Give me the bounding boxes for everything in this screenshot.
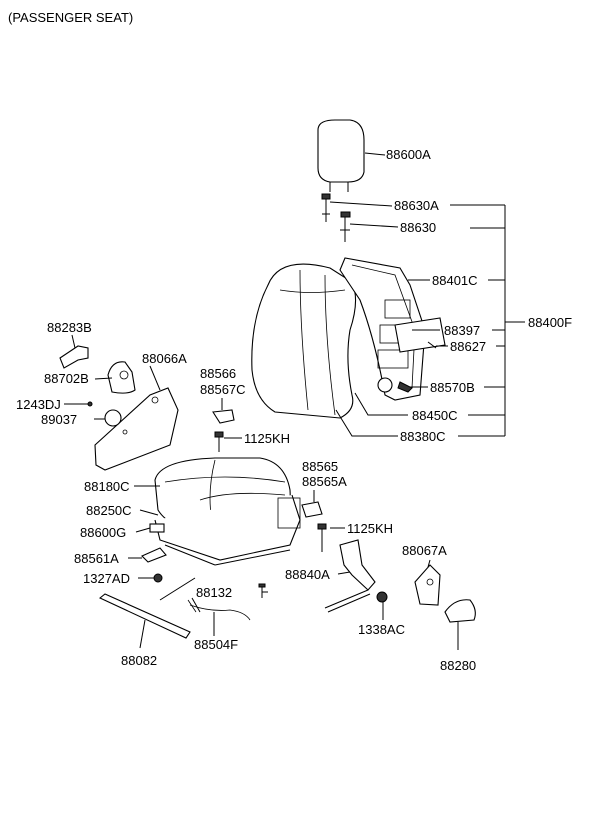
clip-88565 [301,501,323,518]
clip-88561A [141,547,167,563]
part-labels: 88600A 88630A 88630 88401C 88397 88400F … [16,147,572,673]
label-88702B: 88702B [44,371,89,386]
label-88380C: 88380C [400,429,446,444]
knob-88570B [397,381,413,393]
label-88450C: 88450C [412,408,458,423]
bracket-88600G [149,523,165,533]
clip-88627 [427,341,437,349]
label-88280: 88280 [440,658,476,673]
cover-88280 [444,599,476,623]
bolt-1125KH-a [214,431,224,452]
label-88567C: 88567C [200,382,246,397]
bolt-1125KH-b [317,523,327,552]
label-88066A: 88066A [142,351,187,366]
label-1338AC: 1338AC [358,622,405,637]
side-shield [94,387,179,471]
label-88630: 88630 [400,220,436,235]
label-1125KH-a: 1125KH [244,431,290,446]
cover-88067A [414,564,441,606]
label-88180C: 88180C [84,479,130,494]
lumbar-panel [394,317,446,353]
clip-88566 [212,409,235,424]
recliner-cover [107,361,136,394]
wiring-harness [187,599,251,621]
label-88082: 88082 [121,653,157,668]
label-88600G: 88600G [80,525,126,540]
label-88401C: 88401C [432,273,478,288]
label-88400F: 88400F [528,315,572,330]
seat-back [251,263,357,419]
cap-89037 [104,409,122,427]
label-88565A: 88565A [302,474,347,489]
label-88250C: 88250C [86,503,132,518]
screw-88132 [258,583,266,598]
label-1125KH-b: 1125KH [347,521,393,536]
leader-lines [64,152,525,650]
label-88132: 88132 [196,585,232,600]
label-88600A: 88600A [386,147,431,162]
seat-frame [154,494,301,566]
nut-1338AC [376,591,388,603]
headrest [317,119,365,192]
recline-lever [59,345,89,369]
headrest-guide-b [340,211,351,242]
label-88627: 88627 [450,339,486,354]
label-88565: 88565 [302,459,338,474]
label-88561A: 88561A [74,551,119,566]
label-88630A: 88630A [394,198,439,213]
label-1327AD: 1327AD [83,571,130,586]
label-88570B: 88570B [430,380,475,395]
label-88067A: 88067A [402,543,447,558]
headrest-guide-a [321,193,331,222]
trim-strip-88082 [98,593,191,639]
label-1243DJ: 1243DJ [16,397,61,412]
nut-1327AD [153,573,163,583]
label-88397: 88397 [444,323,480,338]
diagram-title: (PASSENGER SEAT) [8,10,133,25]
label-88566: 88566 [200,366,236,381]
label-89037: 89037 [41,412,77,427]
label-88504F: 88504F [194,637,238,652]
label-88840A: 88840A [285,567,330,582]
label-88283B: 88283B [47,320,92,335]
screw-1243DJ [76,401,93,407]
seatbelt-buckle [324,539,376,613]
